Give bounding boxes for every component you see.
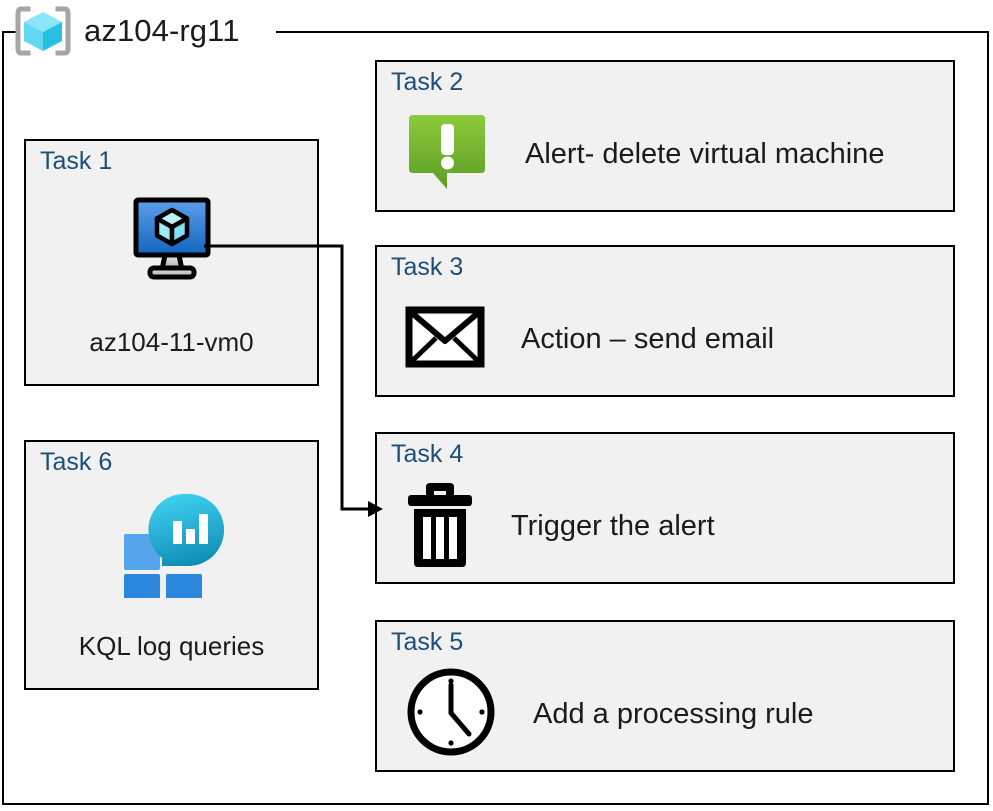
alert-speech-bubble-icon <box>405 111 489 198</box>
resource-group-container <box>2 31 989 805</box>
task-5-row: Add a processing rule <box>405 666 939 762</box>
task-2-label: Task 2 <box>391 68 464 96</box>
task-2-box[interactable]: Task 2 Alert- delete virtual machine <box>375 60 955 212</box>
task-1-label: Task 1 <box>40 147 113 175</box>
virtual-machine-icon <box>122 196 222 289</box>
task-5-caption: Add a processing rule <box>533 697 814 730</box>
log-analytics-icon <box>116 490 228 610</box>
task-1-icon-wrap <box>26 196 317 289</box>
task-6-icon-wrap <box>26 490 317 610</box>
task-1-box[interactable]: Task 1 <box>24 139 319 386</box>
task-2-row: Alert- delete virtual machine <box>405 106 939 202</box>
task-4-row: Trigger the alert <box>405 478 939 574</box>
envelope-icon <box>405 306 485 373</box>
task-3-box[interactable]: Task 3 Action – send email <box>375 245 955 397</box>
task-4-box[interactable]: Task 4 Trigger the alert <box>375 432 955 584</box>
task-4-caption: Trigger the alert <box>511 509 715 542</box>
task-3-row: Action – send email <box>405 291 939 387</box>
task-5-box[interactable]: Task 5 Add a processing rule <box>375 620 955 772</box>
resource-group-header: az104-rg11 <box>12 4 240 58</box>
task-5-label: Task 5 <box>391 628 464 656</box>
task-6-box[interactable]: Task 6 <box>24 440 319 690</box>
task-3-caption: Action – send email <box>521 322 775 355</box>
task-2-caption: Alert- delete virtual machine <box>525 137 885 170</box>
resource-group-title-gap <box>18 24 276 40</box>
trash-can-icon <box>405 479 475 574</box>
task-1-caption: az104-11-vm0 <box>89 327 254 357</box>
task-6-label: Task 6 <box>40 448 113 476</box>
resource-group-cube-icon <box>12 5 74 57</box>
task-4-label: Task 4 <box>391 440 464 468</box>
task-6-caption: KQL log queries <box>78 631 265 661</box>
resource-group-name: az104-rg11 <box>84 13 240 48</box>
clock-icon <box>405 666 497 763</box>
task-3-label: Task 3 <box>391 253 464 281</box>
